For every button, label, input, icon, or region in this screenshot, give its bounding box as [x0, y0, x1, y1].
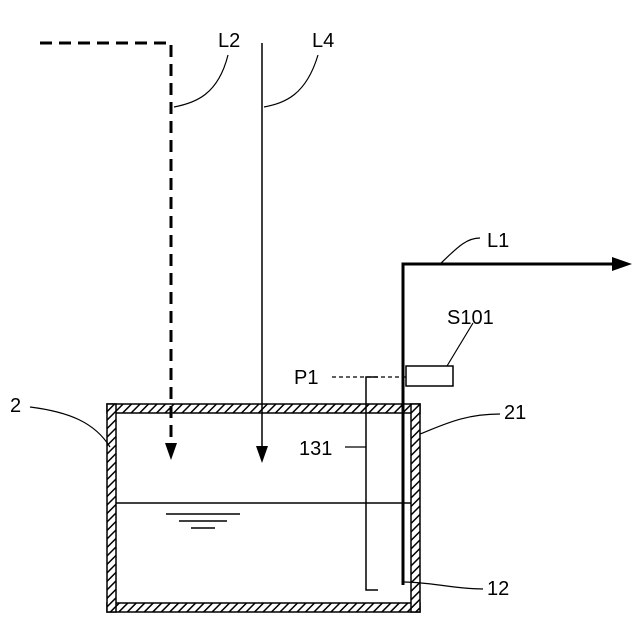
tank-right-wall: [411, 404, 420, 612]
tank-bottom-wall: [107, 603, 420, 612]
l4-arrowhead: [256, 446, 268, 463]
leader-s101: [447, 323, 473, 366]
label-12: 12: [487, 578, 509, 600]
leader-l2: [174, 55, 228, 107]
tank-top-wall: [107, 404, 420, 413]
l1-arrowhead: [612, 257, 632, 271]
label-131: 131: [299, 438, 332, 460]
line-l2: [40, 43, 177, 460]
label-tank: 2: [10, 395, 21, 417]
l2-arrowhead: [165, 443, 177, 460]
leader-tank: [30, 407, 110, 447]
label-l2: L2: [218, 30, 240, 52]
label-l1: L1: [487, 230, 509, 252]
leader-l4: [264, 55, 318, 107]
leader-wall: [420, 414, 500, 434]
label-s101: S101: [447, 307, 494, 329]
leader-l1: [440, 238, 480, 264]
tank: [107, 404, 420, 612]
label-l4: L4: [312, 30, 334, 52]
label-wall: 21: [504, 402, 526, 424]
label-p1: P1: [294, 367, 318, 389]
water-surface-symbol: [166, 514, 240, 528]
s101-sensor-box: [406, 366, 453, 386]
tank-left-wall: [107, 404, 116, 612]
